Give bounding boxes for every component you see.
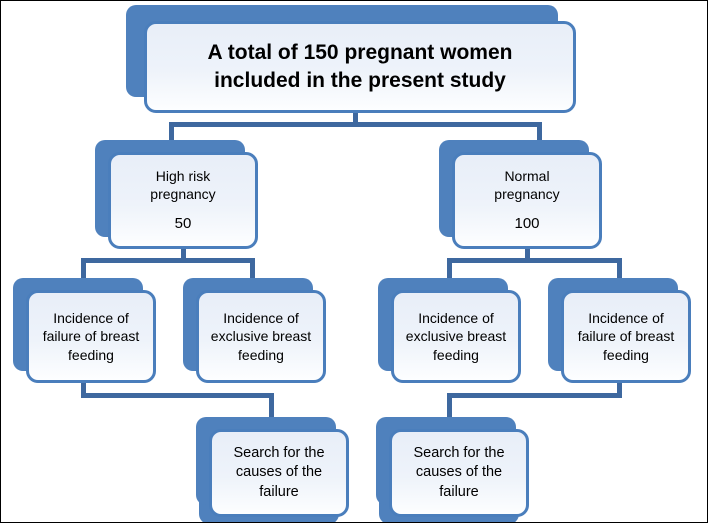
connector-drop-search-left (269, 393, 274, 419)
connector-right-horizontal (447, 258, 622, 263)
connector-l3d-stem (617, 383, 622, 397)
node-normal-count: 100 (514, 215, 540, 233)
node-total-study: A total of 150 pregnant women included i… (126, 5, 576, 113)
node-high-risk-count: 50 (174, 215, 192, 233)
node-high-risk-label: High risk pregnancy (150, 168, 216, 203)
connector-drop-l3c (447, 258, 452, 280)
node-total-study-label: A total of 150 pregnant women included i… (207, 40, 513, 92)
connector-level1-horizontal (169, 122, 542, 127)
node-exclusive-highrisk: Incidence of exclusive breast feeding (183, 278, 326, 383)
node-normal-label: Normal pregnancy (494, 168, 560, 203)
connector-drop-search-right (447, 393, 452, 419)
connector-drop-l3a (81, 258, 86, 280)
node-exclusive-highrisk-label: Incidence of exclusive breast feeding (210, 309, 312, 363)
connector-drop-normal (537, 122, 542, 142)
node-normal-pregnancy: Normal pregnancy 100 (439, 140, 602, 249)
node-failure-highrisk-label: Incidence of failure of breast feeding (42, 309, 140, 363)
node-exclusive-normal-label: Incidence of exclusive breast feeding (405, 309, 507, 363)
connector-l3a-stem (81, 383, 86, 397)
connector-drop-l3b (250, 258, 255, 280)
connector-highrisk-stem (181, 249, 186, 261)
connector-drop-l3d (617, 258, 622, 280)
node-search-causes-left-label: Search for the causes of the failure (233, 444, 325, 500)
node-high-risk-pregnancy: High risk pregnancy 50 (95, 140, 258, 249)
node-failure-normal-label: Incidence of failure of breast feeding (577, 309, 675, 363)
connector-search-right-horizontal (447, 393, 622, 398)
node-search-causes-right-label: Search for the causes of the failure (413, 444, 505, 500)
node-search-causes-left: Search for the causes of the failure (196, 417, 349, 522)
connector-search-left-horizontal (81, 393, 274, 398)
node-failure-normal: Incidence of failure of breast feeding (548, 278, 691, 383)
connector-root-stem (353, 113, 358, 125)
node-exclusive-normal: Incidence of exclusive breast feeding (378, 278, 521, 383)
connector-left-horizontal (81, 258, 255, 263)
connector-normal-stem (525, 249, 530, 261)
node-failure-highrisk: Incidence of failure of breast feeding (13, 278, 156, 383)
node-search-causes-right: Search for the causes of the failure (376, 417, 529, 522)
connector-drop-highrisk (169, 122, 174, 142)
